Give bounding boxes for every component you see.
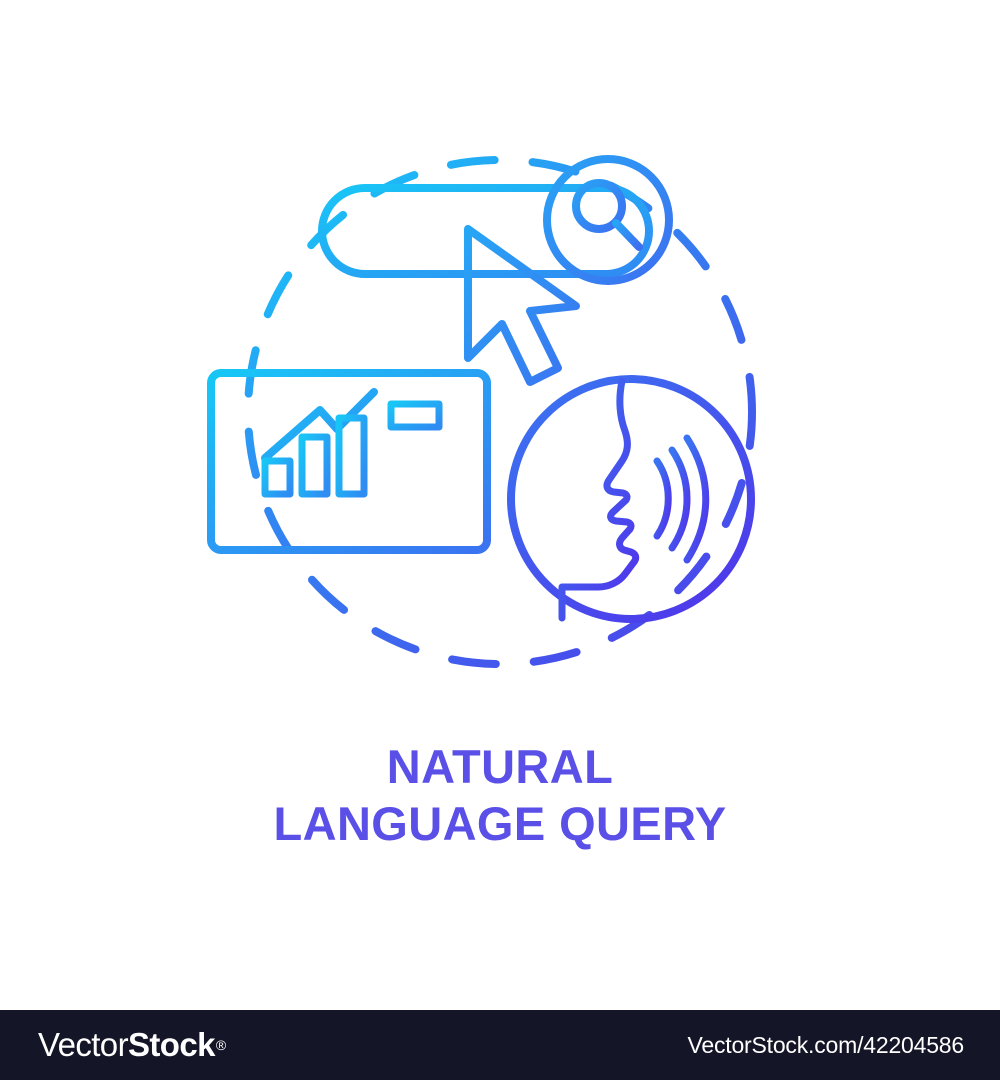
watermark-url: VectorStock.com/42204586 bbox=[687, 1032, 965, 1058]
search-icon-lens bbox=[572, 179, 626, 233]
cursor-arrow-icon bbox=[464, 225, 580, 386]
monitor-screen-frame bbox=[207, 369, 491, 554]
sound-wave-middle bbox=[668, 446, 691, 552]
search-icon-handle bbox=[612, 219, 643, 251]
sound-wave-outer bbox=[683, 434, 710, 564]
head-outer-circle bbox=[507, 375, 755, 623]
chart-trend-line bbox=[261, 388, 378, 462]
page-title-line-1: NATURAL bbox=[386, 740, 614, 793]
chart-legend-box bbox=[387, 400, 443, 431]
registered-trademark-icon: ® bbox=[215, 1037, 226, 1053]
sound-wave-inner bbox=[653, 457, 672, 540]
chart-bar-2 bbox=[298, 433, 331, 498]
concept-illustration bbox=[207, 155, 756, 668]
logo-text-bold: Stock bbox=[127, 1026, 215, 1063]
monitor-with-chart bbox=[207, 369, 491, 583]
chart-bar-1 bbox=[261, 457, 294, 498]
search-bar-outline bbox=[318, 184, 653, 278]
logo-text-light: Vector bbox=[38, 1026, 129, 1063]
artboard: NATURAL LANGUAGE QUERY bbox=[0, 155, 1000, 852]
magnifier-outer-circle bbox=[543, 155, 673, 285]
page-title: NATURAL LANGUAGE QUERY bbox=[0, 738, 1000, 852]
head-profile-outline bbox=[558, 377, 640, 622]
cursor-arrow-outline bbox=[464, 225, 580, 386]
page-title-line-2: LANGUAGE QUERY bbox=[273, 797, 727, 850]
dashed-circle bbox=[244, 156, 756, 668]
chart-bar-3 bbox=[335, 414, 368, 498]
magnifier-circle bbox=[543, 155, 673, 285]
speaking-head-circle bbox=[507, 375, 755, 623]
